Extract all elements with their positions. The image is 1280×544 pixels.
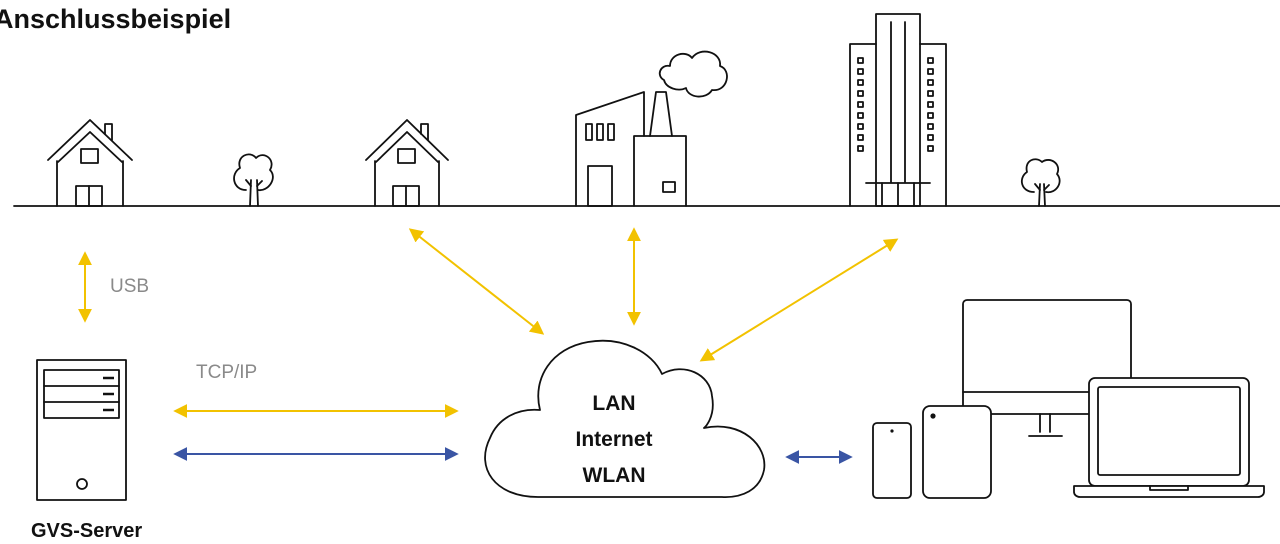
building-window <box>927 90 934 97</box>
building-window <box>857 79 864 86</box>
building-window <box>927 123 934 130</box>
diagram-title: Anschlussbeispiel <box>0 4 231 34</box>
house-icon <box>47 119 133 207</box>
tcpip-label: TCP/IP <box>196 362 257 383</box>
building-window <box>857 90 864 97</box>
tree-icon <box>233 153 274 207</box>
smartphone-icon <box>872 422 912 499</box>
building-window <box>857 57 864 64</box>
server-label: GVS-Server <box>31 520 142 542</box>
house-cloud-arrow <box>408 228 545 335</box>
building-window <box>857 145 864 152</box>
tree-icon <box>1020 158 1061 207</box>
cloud-icon: LAN Internet WLAN <box>484 339 766 498</box>
laptop-icon <box>1073 377 1265 498</box>
building-window <box>857 134 864 141</box>
cloud-label-lan: LAN <box>592 392 635 415</box>
server-tower-icon <box>36 359 127 501</box>
building-window <box>927 112 934 119</box>
cloud-label-internet: Internet <box>575 428 652 451</box>
building-window <box>927 101 934 108</box>
building-window <box>927 79 934 86</box>
building-window <box>927 134 934 141</box>
building-window <box>927 145 934 152</box>
factory-icon <box>575 50 728 207</box>
skyscraper-cloud-arrow <box>699 238 899 362</box>
building-window <box>857 112 864 119</box>
building-window <box>857 101 864 108</box>
cloud-label-wlan: WLAN <box>583 464 646 487</box>
usb-label: USB <box>110 276 149 297</box>
building-window <box>927 57 934 64</box>
house-icon <box>365 119 449 207</box>
tablet-icon <box>922 405 992 499</box>
building-window <box>857 123 864 130</box>
building-window <box>857 68 864 75</box>
skyscraper-icon <box>849 13 947 207</box>
building-window <box>927 68 934 75</box>
